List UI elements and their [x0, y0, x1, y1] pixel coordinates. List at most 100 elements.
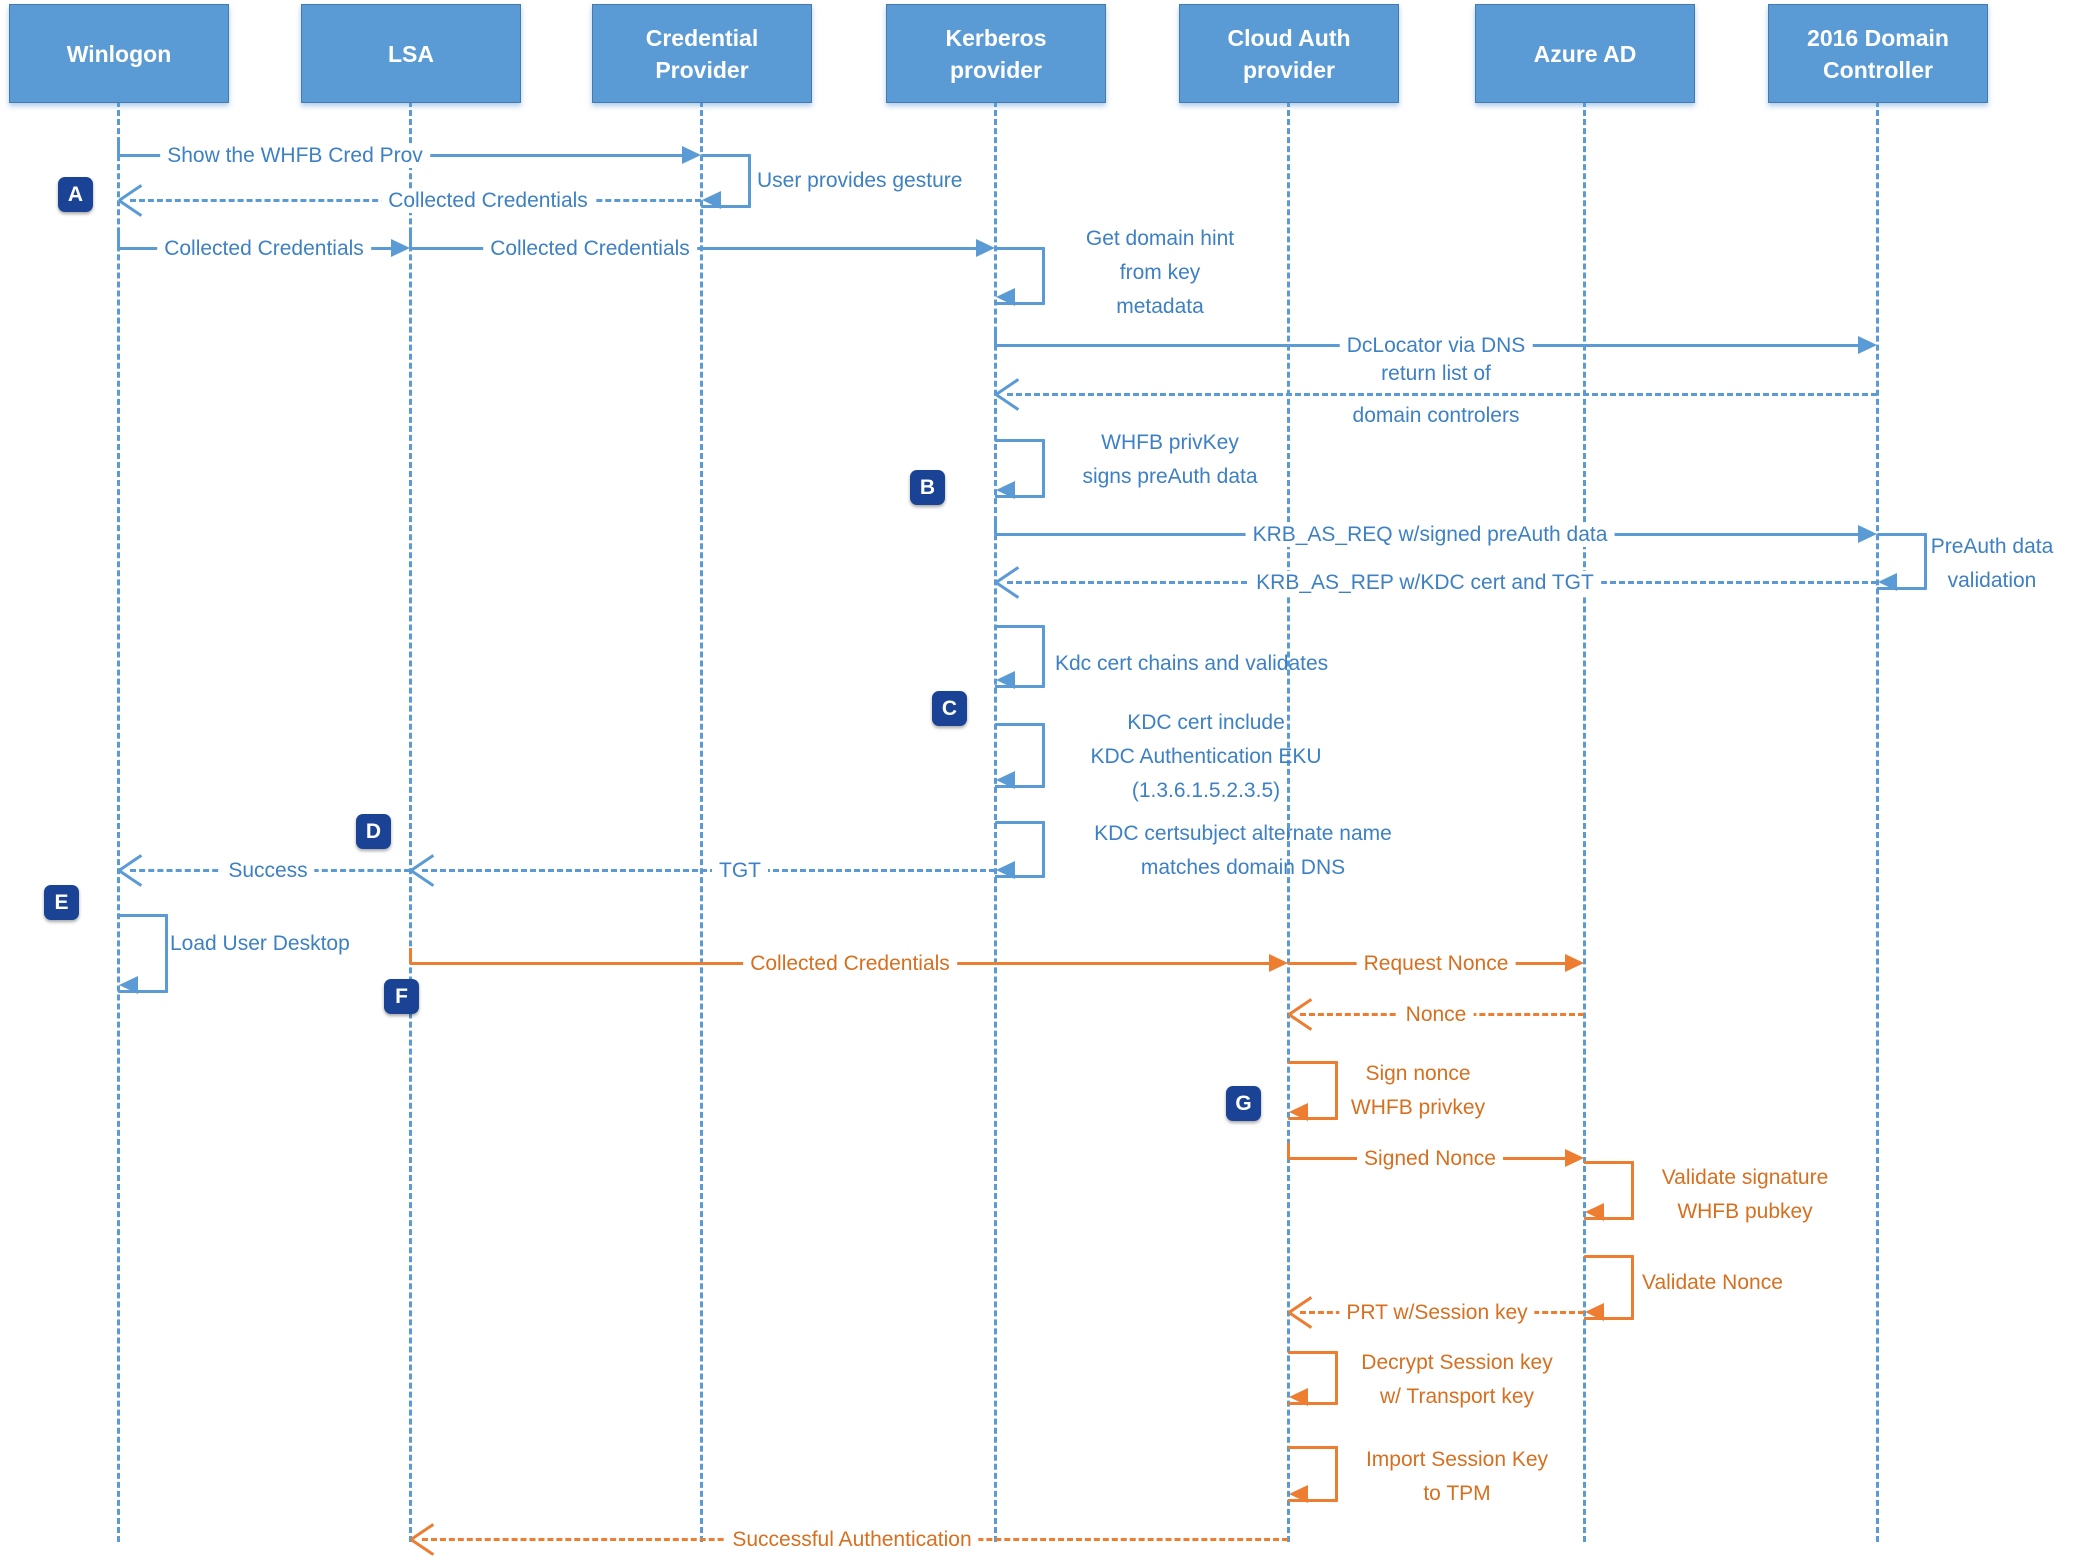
- message-label: DcLocator via DNS: [1339, 334, 1533, 358]
- self-message-label-line: WHFB privkey: [1350, 1096, 1486, 1119]
- arrowhead-icon: [996, 288, 1015, 306]
- arrowhead-icon: [996, 861, 1015, 879]
- self-message-bracket: [995, 246, 1045, 305]
- self-message-label-line: Load User Desktop: [170, 932, 350, 955]
- actor-winlogon: Winlogon: [9, 4, 229, 103]
- self-message-label-line: Validate Nonce: [1642, 1271, 1783, 1294]
- actor-kerberos-provider: Kerberos provider: [886, 4, 1106, 103]
- self-message-label-line: from key: [1119, 261, 1201, 284]
- step-marker-e: E: [44, 885, 79, 920]
- lifeline-winlogon: [116, 101, 120, 1542]
- message-label: Success: [221, 859, 315, 883]
- source-tick: [1286, 1143, 1290, 1158]
- actor-label: Cloud Auth provider: [1227, 24, 1351, 83]
- self-message-label-line: Sign nonce: [1365, 1062, 1471, 1085]
- message-label: Nonce: [1398, 1003, 1474, 1027]
- message-label: KRB_AS_REQ w/signed preAuth data: [1245, 523, 1615, 547]
- actor-label: 2016 Domain Controller: [1807, 24, 1949, 83]
- self-message-label: User provides gesture: [757, 164, 962, 198]
- lifeline-azure-ad: [1582, 101, 1586, 1542]
- actor-label: Kerberos provider: [945, 24, 1047, 83]
- message-label: Collected Credentials: [157, 237, 371, 261]
- source-tick: [408, 233, 412, 248]
- self-message-label-line: Get domain hint: [1085, 227, 1235, 250]
- source-tick: [993, 519, 997, 534]
- self-message-label-line: KDC certsubject alternate name: [1094, 822, 1392, 845]
- arrowhead-icon: [1858, 525, 1877, 543]
- self-message-label-line: metadata: [1116, 295, 1204, 318]
- source-tick: [116, 140, 120, 155]
- arrowhead-icon: [702, 191, 721, 209]
- arrowhead-icon: [996, 481, 1015, 499]
- arrowhead-icon: [1878, 573, 1897, 591]
- message-label: TGT: [712, 859, 768, 883]
- actor-label: Azure AD: [1533, 40, 1637, 67]
- self-message-label: KDC certsubject alternate name matches do…: [1094, 817, 1392, 885]
- self-message-bracket: [995, 624, 1045, 688]
- step-marker-c: C: [932, 691, 967, 726]
- self-message-label-line: User provides gesture: [757, 169, 963, 192]
- message-label: domain controlers: [1352, 404, 1520, 427]
- actor-label: Winlogon: [66, 40, 172, 67]
- arrowhead-icon: [1289, 1485, 1308, 1503]
- step-marker-b: B: [910, 470, 945, 505]
- arrowhead-icon: [1289, 1388, 1308, 1406]
- self-message-label-line: validation: [1947, 569, 2037, 592]
- arrowhead-icon: [1289, 1103, 1308, 1121]
- message-label: return list of: [1381, 362, 1491, 385]
- actor-label: LSA: [388, 40, 434, 67]
- self-message-label-line: Decrypt Session key: [1361, 1351, 1553, 1374]
- lifeline-lsa: [408, 101, 412, 1542]
- message-label: Successful Authentication: [725, 1528, 979, 1552]
- arrowhead-icon: [1269, 954, 1288, 972]
- self-message-label: Decrypt Session key w/ Transport key: [1361, 1346, 1552, 1414]
- self-message-bracket: [1288, 1445, 1338, 1502]
- self-message-bracket: [118, 913, 168, 993]
- self-message-label-line: WHFB pubkey: [1677, 1200, 1813, 1223]
- actor-credential-provider: Credential Provider: [592, 4, 812, 103]
- message-label: Collected Credentials: [381, 189, 595, 213]
- actor-cloud-auth-provider: Cloud Auth provider: [1179, 4, 1399, 103]
- message-label: Show the WHFB Cred Prov: [160, 144, 430, 168]
- source-tick: [116, 233, 120, 248]
- self-message-label-line: Import Session Key: [1365, 1448, 1549, 1471]
- self-message-bracket: [995, 722, 1045, 788]
- arrowhead-icon: [996, 671, 1015, 689]
- message-label: Collected Credentials: [743, 952, 957, 976]
- arrowhead-icon: [976, 239, 995, 257]
- self-message-label-line: to TPM: [1423, 1482, 1491, 1505]
- arrowhead-icon: [391, 239, 410, 257]
- self-message-label: Validate Nonce: [1642, 1266, 1783, 1300]
- step-marker-d: D: [356, 814, 391, 849]
- arrowhead-icon: [1565, 1149, 1584, 1167]
- arrowhead-icon: [1565, 954, 1584, 972]
- arrowhead-icon: [1585, 1203, 1604, 1221]
- lifeline-credential-provider: [699, 101, 703, 1542]
- self-message-label-line: (1.3.6.1.5.2.3.5): [1131, 779, 1281, 802]
- lifeline-cloud-auth-provider: [1286, 101, 1290, 1542]
- arrowhead-icon: [1858, 336, 1877, 354]
- actor-lsa: LSA: [301, 4, 521, 103]
- self-message-bracket: [701, 153, 751, 208]
- lifeline-2016-domain-controller: [1875, 101, 1879, 1542]
- self-message-label-line: w/ Transport key: [1379, 1385, 1535, 1408]
- message-return-arrow: [1007, 392, 1877, 396]
- arrowhead-icon: [682, 146, 701, 164]
- self-message-label: PreAuth data validation: [1931, 530, 2054, 598]
- self-message-bracket: [1584, 1254, 1634, 1320]
- arrowhead-icon: [119, 976, 138, 994]
- step-marker-a: A: [58, 177, 93, 212]
- arrowhead-icon: [1585, 1303, 1604, 1321]
- actor-azure-ad: Azure AD: [1475, 4, 1695, 103]
- self-message-label-line: PreAuth data: [1930, 535, 2054, 558]
- self-message-bracket: [1584, 1160, 1634, 1220]
- self-message-label-line: Validate signature: [1661, 1166, 1829, 1189]
- self-message-label-line: matches domain DNS: [1140, 856, 1346, 879]
- self-message-label: Get domain hint from key metadata: [1086, 222, 1234, 324]
- source-tick: [408, 948, 412, 963]
